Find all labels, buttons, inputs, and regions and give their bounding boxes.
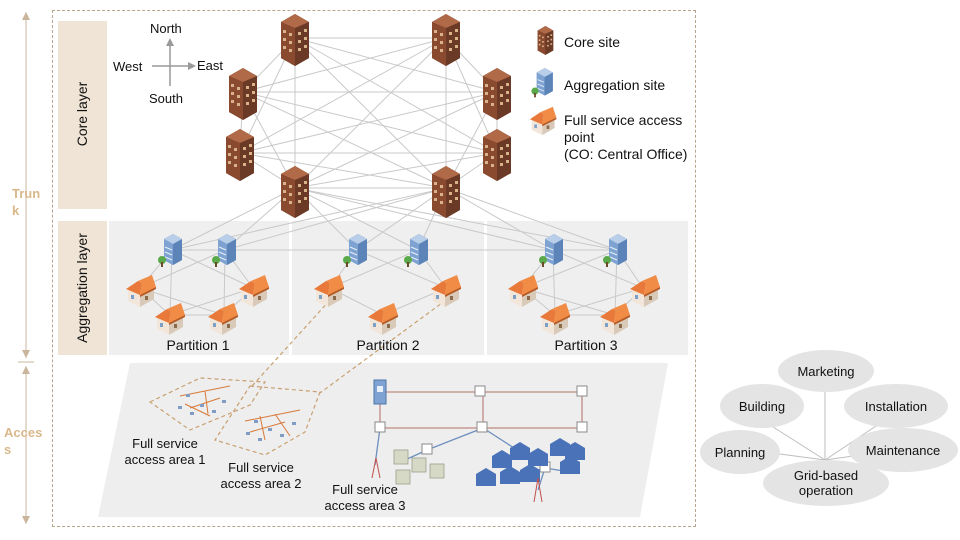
aggregation-site-p3-b — [603, 234, 628, 268]
core-site-south-east — [483, 129, 511, 181]
compass-west: West — [113, 59, 143, 74]
access-area-mini-networks — [178, 385, 301, 441]
legend-aggregation-site-icon — [531, 68, 554, 98]
legend-aggregation-site-label: Aggregation site — [564, 77, 666, 93]
legend-access-point-label: Full service access point (CO: Central O… — [564, 112, 688, 162]
partition-1-label: Partition 1 — [166, 337, 230, 353]
core-site-south-west — [226, 129, 254, 181]
aggregation-site-p3-a — [539, 234, 564, 268]
compass-cross — [152, 38, 196, 86]
access-point-p2-3 — [368, 303, 398, 335]
layer-scale-arrows — [18, 12, 34, 524]
legend-access-point-icon — [529, 106, 557, 136]
access-point-p3-2 — [630, 275, 660, 307]
access-point-p1-3 — [155, 303, 185, 335]
access-point-p3-3 — [540, 303, 570, 335]
legend-core-site-icon — [537, 26, 554, 55]
compass-south: South — [149, 91, 183, 106]
core-layer-label-box — [58, 21, 107, 209]
access-point-p2-2 — [431, 275, 461, 307]
core-site-south-1 — [281, 166, 309, 218]
core-site-east — [483, 68, 511, 120]
partition-2-label: Partition 2 — [356, 337, 420, 353]
partition-3-label: Partition 3 — [554, 337, 618, 353]
network-frame — [52, 10, 696, 527]
access-area-3-devices — [371, 379, 588, 503]
access-point-p1-1 — [126, 275, 156, 307]
planning-bubble: Planning — [700, 430, 780, 474]
trunk-label: Trun k — [12, 186, 41, 218]
compass-east: East — [197, 58, 224, 73]
aggregation-layer-label-box — [58, 221, 107, 355]
aggregation-site-p2-b — [404, 234, 429, 268]
aggregation-site-p2-a — [343, 234, 368, 268]
compass-north: North — [150, 21, 182, 36]
core-site-west — [229, 68, 257, 120]
access-point-p3-4 — [600, 303, 630, 335]
legend-core-site-label: Core site — [564, 34, 621, 50]
access-label: Acces s — [4, 425, 43, 457]
access-point-p3-1 — [508, 275, 538, 307]
access-point-p1-4 — [208, 303, 238, 335]
access-point-p1-2 — [239, 275, 269, 307]
core-site-north-west — [281, 14, 309, 66]
building-bubble: Building — [720, 384, 804, 428]
marketing-bubble: Marketing — [778, 350, 874, 392]
core-site-south-2 — [432, 166, 460, 218]
aggregation-site-p1-b — [212, 234, 237, 268]
aggregation-site-p1-a — [158, 234, 183, 268]
core-site-north-east — [432, 14, 460, 66]
installation-bubble: Installation — [844, 384, 948, 428]
access-point-p2-1 — [314, 275, 344, 307]
